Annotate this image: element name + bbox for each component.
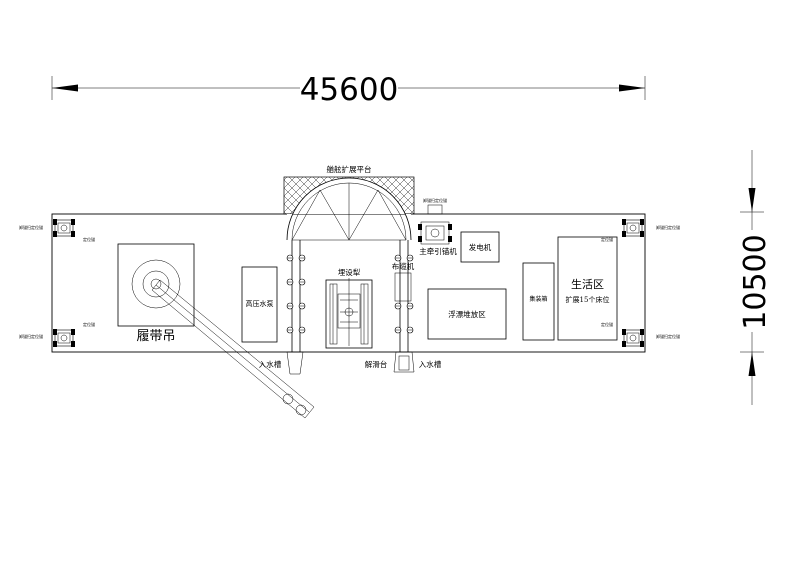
container: 集装箱 bbox=[522, 262, 555, 341]
living-area: 生活区 扩展15个床位 bbox=[557, 236, 618, 341]
water-tank-right-label: 入水槽 bbox=[419, 359, 442, 369]
width-dimension-label: 45600 bbox=[300, 72, 399, 108]
main-winch: 主牵引锚机 bbox=[418, 221, 457, 256]
anchor-br-label: 定位锚 bbox=[601, 321, 613, 327]
cable-laying-rail: 布缆机 解滑台 入水槽 bbox=[365, 240, 442, 373]
burial-plough: 埋设犁 bbox=[325, 267, 373, 349]
living-area-label: 生活区 bbox=[571, 277, 604, 291]
generator: 发电机 bbox=[460, 231, 500, 263]
anchor-bl-label: 定位锚 bbox=[83, 321, 95, 327]
water-tank-left-label: 入水槽 bbox=[259, 359, 282, 369]
hp-pump: 高压水泵 bbox=[241, 266, 278, 343]
crawler-crane: 履带吊 bbox=[117, 243, 315, 419]
winch-label: 主牵引锚机 bbox=[419, 246, 457, 256]
release-table-label: 解滑台 bbox=[365, 359, 388, 369]
anchor-tl2-label: 定位锚 bbox=[83, 236, 95, 242]
container-label: 集装箱 bbox=[529, 295, 547, 303]
plough-label: 埋设犁 bbox=[338, 267, 361, 277]
anchor-tr2-label: 卸锚扫定位锚 bbox=[656, 224, 680, 230]
crawler-crane-label: 履带吊 bbox=[136, 329, 175, 344]
float-area-label: 浮漂堆放区 bbox=[448, 309, 486, 319]
generator-label: 发电机 bbox=[469, 242, 492, 252]
anchor-bl2-label: 卸锚扫定位锚 bbox=[19, 333, 43, 339]
anchor-top-right: 定位锚 卸锚扫定位锚 bbox=[601, 218, 680, 242]
width-dimension: 45600 bbox=[51, 72, 646, 108]
cable-laying-label: 布缆机 bbox=[392, 261, 415, 271]
anchor-bottom-left: 定位锚 卸锚扫定位锚 bbox=[19, 321, 95, 348]
hp-pump-label: 高压水泵 bbox=[246, 299, 274, 308]
float-area: 浮漂堆放区 bbox=[427, 288, 507, 340]
anchor-top-left: 卸锚扫定位锚 定位锚 bbox=[19, 218, 95, 242]
anchor-br2-label: 卸锚扫定位锚 bbox=[656, 333, 680, 339]
height-dimension: 10500 bbox=[736, 150, 773, 405]
anchor-tl-label: 卸锚扫定位锚 bbox=[19, 224, 43, 230]
left-launch-rail: 入水槽 bbox=[259, 240, 306, 375]
anchor-top-label: 卸锚扫定位锚 bbox=[423, 197, 447, 203]
anchor-tr-label: 定位锚 bbox=[601, 236, 613, 242]
bow-platform: 艏舷扩展平台 bbox=[283, 164, 415, 241]
living-sub-label: 扩展15个床位 bbox=[566, 295, 610, 304]
height-dimension-label: 10500 bbox=[738, 234, 773, 329]
anchor-bottom-right: 定位锚 卸锚扫定位锚 bbox=[601, 321, 680, 348]
anchor-top-winch: 卸锚扫定位锚 bbox=[423, 197, 447, 215]
platform-label: 艏舷扩展平台 bbox=[327, 164, 372, 174]
